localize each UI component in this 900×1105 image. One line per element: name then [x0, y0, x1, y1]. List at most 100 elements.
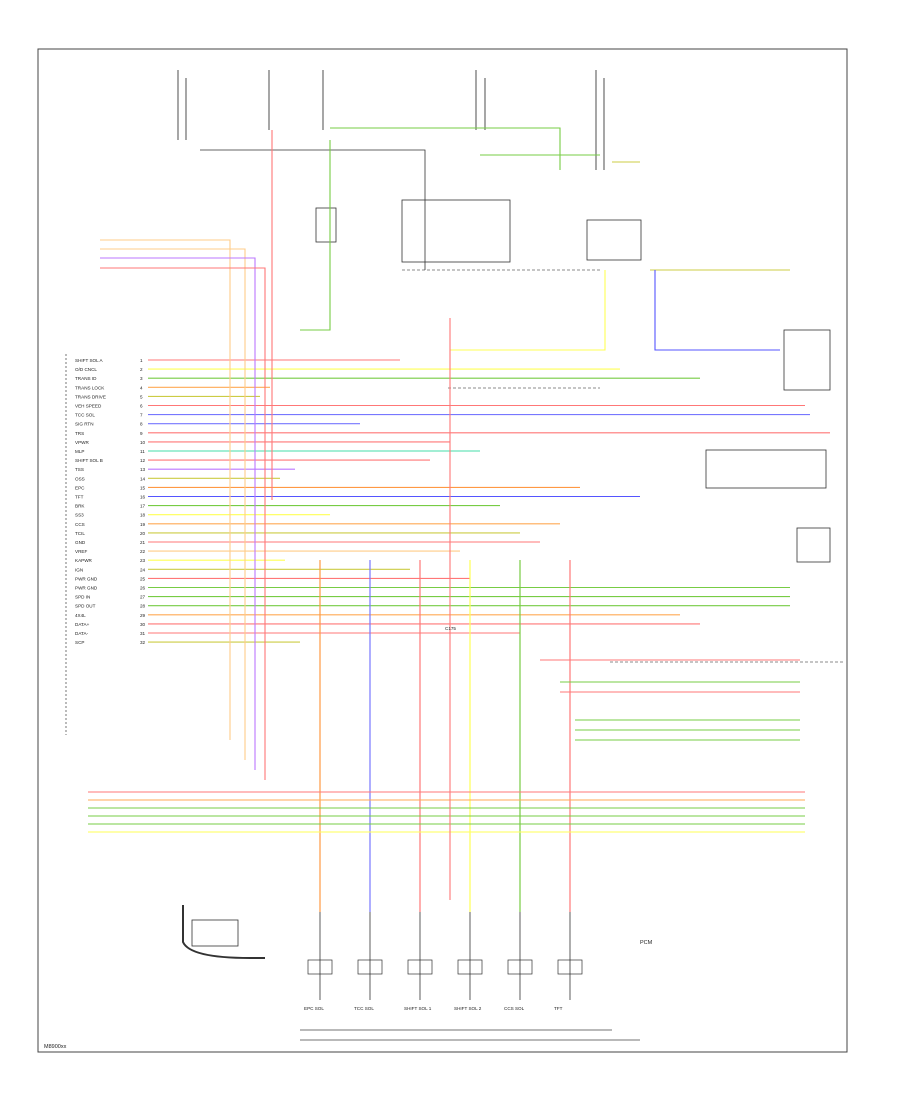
- feed-wire: [100, 248, 246, 760]
- lamp-box-right: [705, 449, 827, 489]
- pin-number: 6: [140, 404, 143, 409]
- modules-label: PCM: [640, 940, 653, 946]
- pin-name: TCC SOL: [75, 413, 95, 418]
- pin-name: SIG RTN: [75, 422, 94, 427]
- relay-coil: [315, 207, 337, 243]
- feed-wire: [100, 239, 231, 740]
- connector-box-right: [796, 527, 831, 563]
- pin-number: 5: [140, 394, 143, 399]
- pin-name: VPWR: [75, 440, 89, 445]
- pin-name: DATA-: [75, 631, 89, 636]
- bottom-left-connector-box: [191, 919, 239, 947]
- pin-number: 30: [140, 622, 146, 627]
- pin-name: SCP: [75, 640, 84, 645]
- pin-number: 31: [140, 631, 146, 636]
- pin-name: 4X4L: [75, 613, 86, 618]
- component-box: [357, 959, 383, 975]
- pin-number: 24: [140, 567, 146, 572]
- pin-name: VEH SPEED: [75, 404, 102, 409]
- pin-name: TRANS LOCK: [75, 385, 105, 390]
- relay-box: [401, 199, 511, 263]
- component-box: [307, 959, 333, 975]
- pin-name: OSS: [75, 476, 85, 481]
- pin-name: BRK: [75, 504, 85, 509]
- pin-number: 21: [140, 540, 146, 545]
- pin-name: TRANS DRIVE: [75, 394, 106, 399]
- component-box: [407, 959, 433, 975]
- pin-number: 29: [140, 613, 146, 618]
- pin-number: 23: [140, 558, 146, 563]
- pin-number: 26: [140, 586, 146, 591]
- pin-name: TCIL: [75, 531, 85, 536]
- pin-name: O/D CNCL: [75, 367, 97, 372]
- pin-number: 11: [140, 449, 145, 454]
- pin-number: 10: [140, 440, 146, 445]
- component-box: [557, 959, 583, 975]
- pin-number: 20: [140, 531, 146, 536]
- pin-number: 19: [140, 522, 146, 527]
- pin-number: 8: [140, 422, 143, 427]
- pin-name: VREF: [75, 549, 87, 554]
- wires: [88, 127, 830, 912]
- feed-wire: [654, 270, 780, 351]
- pin-number: 16: [140, 495, 146, 500]
- pin-number: 22: [140, 549, 146, 554]
- pin-name: PWR GND: [75, 576, 98, 581]
- pin-name: DATA+: [75, 622, 90, 627]
- pin-number: 32: [140, 640, 146, 645]
- pin-number: 7: [140, 413, 143, 418]
- top-power-feeds: [177, 70, 605, 170]
- component-label: EPC SOL: [304, 1006, 324, 1011]
- pin-name: EPC: [75, 485, 85, 490]
- pin-name: SPD IN: [75, 595, 90, 600]
- pin-number: 2: [140, 367, 143, 372]
- feed-wire: [300, 140, 331, 331]
- pin-number: 28: [140, 604, 146, 609]
- pin-name: MLP: [75, 449, 84, 454]
- pin-name: SHIFT SOL A: [75, 358, 104, 363]
- feed-wire: [200, 149, 426, 270]
- pin-name: TSS: [75, 467, 84, 472]
- footer-code: M8900xx: [44, 1044, 67, 1050]
- pin-name: SS3: [75, 513, 84, 518]
- feed-wire: [330, 127, 561, 170]
- pin-name: GND: [75, 540, 86, 545]
- pin-name: KAPWR: [75, 558, 93, 563]
- sensor-box-right: [783, 329, 831, 391]
- component-label: SHIFT SOL 1: [404, 1006, 432, 1011]
- pin-number: 13: [140, 467, 146, 472]
- pin-name: IGN: [75, 567, 83, 572]
- pin-number: 3: [140, 376, 143, 381]
- pin-number: 14: [140, 476, 146, 481]
- feed-wire: [450, 270, 606, 351]
- pin-number: 25: [140, 576, 146, 581]
- bottom-left-connector: [182, 905, 265, 959]
- pin-name: SPD OUT: [75, 604, 96, 609]
- component-label: TFT: [554, 1006, 563, 1011]
- connector-label: C175: [445, 626, 456, 631]
- feed-wire: [100, 257, 256, 770]
- pin-name: PWR GND: [75, 586, 98, 591]
- pin-number: 9: [140, 431, 143, 436]
- component-label: SHIFT SOL 2: [454, 1006, 482, 1011]
- pin-name: TFT: [75, 495, 84, 500]
- feed-wire: [100, 267, 266, 780]
- component-label: TCC SOL: [354, 1006, 374, 1011]
- pin-number: 17: [140, 504, 146, 509]
- pin-number: 18: [140, 513, 146, 518]
- component-box: [457, 959, 483, 975]
- pin-number: 27: [140, 595, 146, 600]
- pin-number: 12: [140, 458, 146, 463]
- pin-number: 1: [140, 358, 143, 363]
- pin-number: 15: [140, 485, 146, 490]
- pin-name: TRANS ID: [75, 376, 97, 381]
- pin-number: 4: [140, 385, 143, 390]
- component-label: CCS SOL: [504, 1006, 525, 1011]
- component-box: [507, 959, 533, 975]
- outer-frame: [37, 48, 848, 1053]
- pin-name: SHIFT SOL B: [75, 458, 103, 463]
- pin-name: TRS: [75, 431, 84, 436]
